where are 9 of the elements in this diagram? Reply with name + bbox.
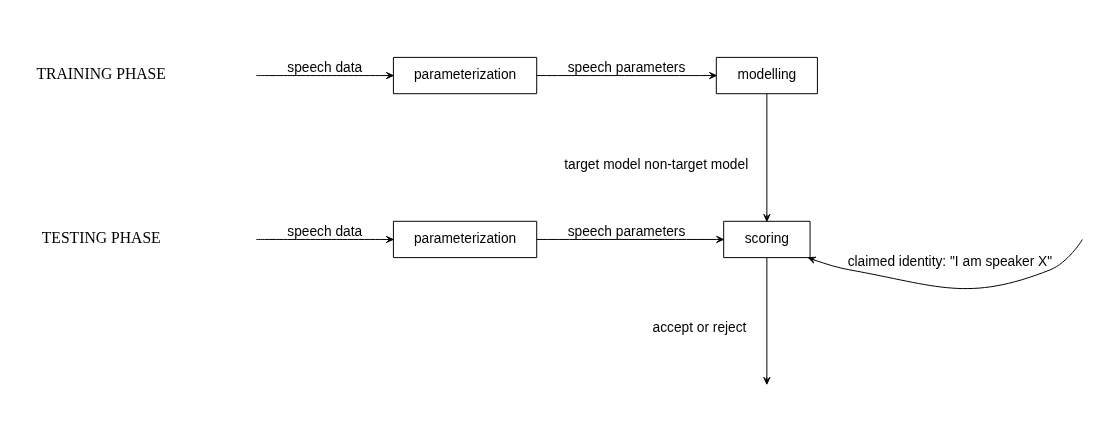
label: TESTING PHASE xyxy=(41,229,161,247)
edge-label: claimed identity: "I am speaker X" xyxy=(847,254,1053,270)
edge-label: speech data xyxy=(287,59,363,75)
label: TRAINING PHASE xyxy=(36,65,166,83)
edge-label: speech parameters xyxy=(567,223,686,239)
edge-label: speech parameters xyxy=(567,59,686,75)
edge-label: speech data xyxy=(287,223,363,239)
edge-label: target model non-target model xyxy=(564,156,749,172)
edge-label: accept or reject xyxy=(652,320,747,336)
